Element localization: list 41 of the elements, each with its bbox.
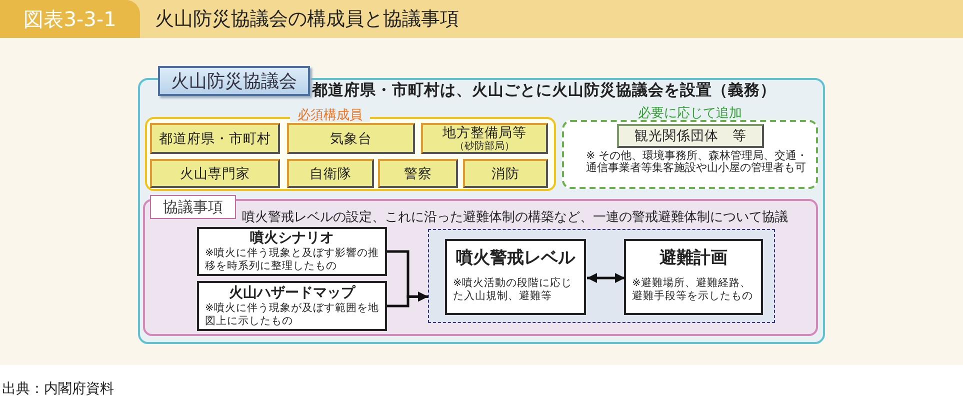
member-box <box>150 159 280 188</box>
member-name: 消防 <box>492 166 520 182</box>
info-box <box>197 281 387 331</box>
member-box <box>421 123 548 154</box>
box-description: ※噴火活動の段階に応じた入山規制、避難等 <box>452 277 573 303</box>
tab-label: 協議事項 <box>150 195 236 219</box>
member-name: 観光関係団体 等 <box>634 128 746 144</box>
member-box <box>617 124 764 148</box>
member-note: （砂防部局） <box>454 141 514 152</box>
member-name: 警察 <box>404 166 432 182</box>
arrow <box>387 292 428 308</box>
group-heading: 必須構成員 <box>290 106 370 122</box>
title-text: 火山防災協議会の構成員と協議事項 <box>155 7 459 32</box>
box-description: ※噴火に伴う現象と及ぼす影響の推移を時系列に整理したもの <box>204 247 380 273</box>
box-title: 噴火警戒レベル <box>456 247 575 269</box>
member-box <box>378 159 458 188</box>
heading-text: 噴火警戒レベルの設定、これに沿った避難体制の構築など、一連の警戒避難体制について協議 <box>242 209 789 227</box>
member-name: 気象台 <box>330 130 372 146</box>
info-box <box>445 239 586 315</box>
box-title: 避難計画 <box>660 247 728 269</box>
info-box <box>197 227 387 276</box>
box-title: 火山ハザードマップ <box>229 284 355 302</box>
figure-badge: 図表3-3-1 <box>0 0 140 38</box>
box-title: 噴火シナリオ <box>250 230 334 247</box>
member-box <box>463 159 548 188</box>
dashed-frame <box>428 229 775 323</box>
member-box <box>287 123 415 154</box>
info-box <box>624 239 763 315</box>
double-arrow <box>587 273 625 283</box>
member-name: 地方整備局等 <box>442 125 526 141</box>
tab-label: 火山防災協議会 <box>158 66 310 96</box>
box-description: ※噴火に伴う現象が及ぼす範囲を地図上に示したもの <box>204 302 380 328</box>
box-description: ※避難場所、避難経路、避難手段等を示したもの <box>631 277 754 303</box>
source-note: 出典：内閣府資料 <box>2 380 114 398</box>
member-name: 都道府県・市町村 <box>159 130 271 146</box>
heading-text: 都道府県・市町村は、火山ごとに火山防災協議会を設置（義務） <box>312 80 772 101</box>
member-name: 自衛隊 <box>310 166 352 182</box>
member-name: 火山専門家 <box>180 166 250 182</box>
member-box <box>150 123 280 154</box>
note-text: ※ その他、環境事務所、森林管理局、交通・通信事業者等集客施設や山小屋の管理者も可 <box>585 150 809 176</box>
member-box <box>287 159 374 188</box>
